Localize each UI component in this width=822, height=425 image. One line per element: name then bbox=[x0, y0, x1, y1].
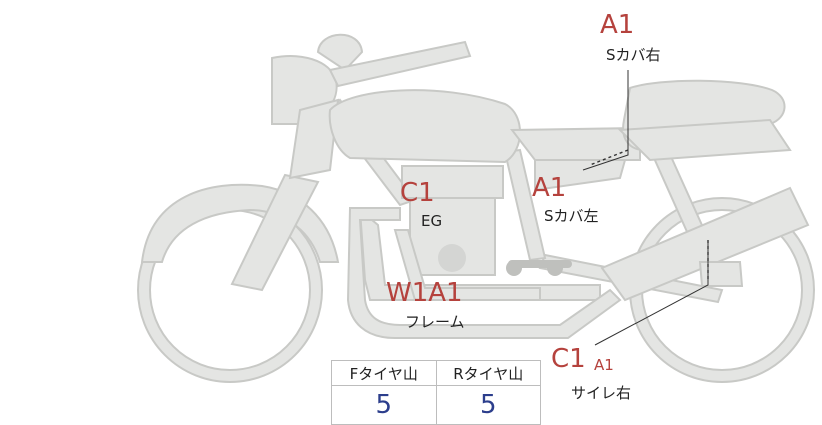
front-fork bbox=[230, 173, 320, 292]
exhaust-pipe-upper bbox=[393, 229, 541, 301]
table-row: 5 5 bbox=[331, 385, 541, 425]
side-cover bbox=[534, 159, 627, 192]
seat-base bbox=[617, 118, 792, 162]
damage-code: A1 bbox=[600, 10, 635, 40]
muffler-right-label: サイレ右 bbox=[571, 384, 632, 402]
seat-cover-left-damage-code: A1 bbox=[532, 173, 566, 203]
damage-code: A1 bbox=[532, 173, 567, 203]
tire-tread-table: Fタイヤ山 Rタイヤ山 5 5 bbox=[331, 360, 541, 425]
rear-tire-header: Rタイヤ山 bbox=[435, 360, 541, 386]
front-tire-header: Fタイヤ山 bbox=[331, 360, 437, 386]
fork-upper bbox=[288, 98, 340, 180]
mirror bbox=[316, 33, 364, 72]
damage-code: C1 bbox=[400, 178, 435, 208]
fuel-tank bbox=[328, 89, 521, 164]
seat-cover-right-damage-code: A1 bbox=[600, 10, 634, 40]
seat-cover-right-label: Sカバ右 bbox=[606, 46, 661, 64]
frame-label: フレーム bbox=[405, 313, 465, 331]
leader-seat-cover-right bbox=[582, 70, 629, 171]
frame-damage-codes: W1A1 bbox=[386, 278, 463, 308]
muffler-right-damage-code: C1 bbox=[551, 344, 586, 374]
muffler-end bbox=[698, 261, 744, 287]
muffler bbox=[600, 186, 810, 302]
damage-code: W1 bbox=[386, 278, 429, 308]
side-cover-upper bbox=[509, 126, 641, 161]
table-header-row: Fタイヤ山 Rタイヤ山 bbox=[331, 360, 541, 386]
engine-case-circle bbox=[438, 244, 466, 272]
seat-cover-left-label: Sカバ左 bbox=[544, 207, 599, 225]
leader-dash-seat bbox=[589, 149, 629, 166]
engine-damage-code: C1 bbox=[400, 178, 435, 208]
cradle-frame bbox=[358, 207, 601, 301]
engine-label: EG bbox=[421, 212, 443, 230]
foot-peg-knob bbox=[506, 260, 522, 276]
muffler-right-sub-code: A1 bbox=[594, 356, 614, 374]
damage-code: A1 bbox=[428, 278, 463, 308]
brake-knob bbox=[547, 260, 563, 276]
front-tire-value: 5 bbox=[331, 385, 437, 425]
damage-code: C1 bbox=[551, 344, 586, 374]
rear-tire-value: 5 bbox=[435, 385, 541, 425]
exhaust-pipe-lower bbox=[346, 207, 622, 339]
handlebar bbox=[328, 40, 472, 88]
engine-head bbox=[401, 165, 504, 199]
